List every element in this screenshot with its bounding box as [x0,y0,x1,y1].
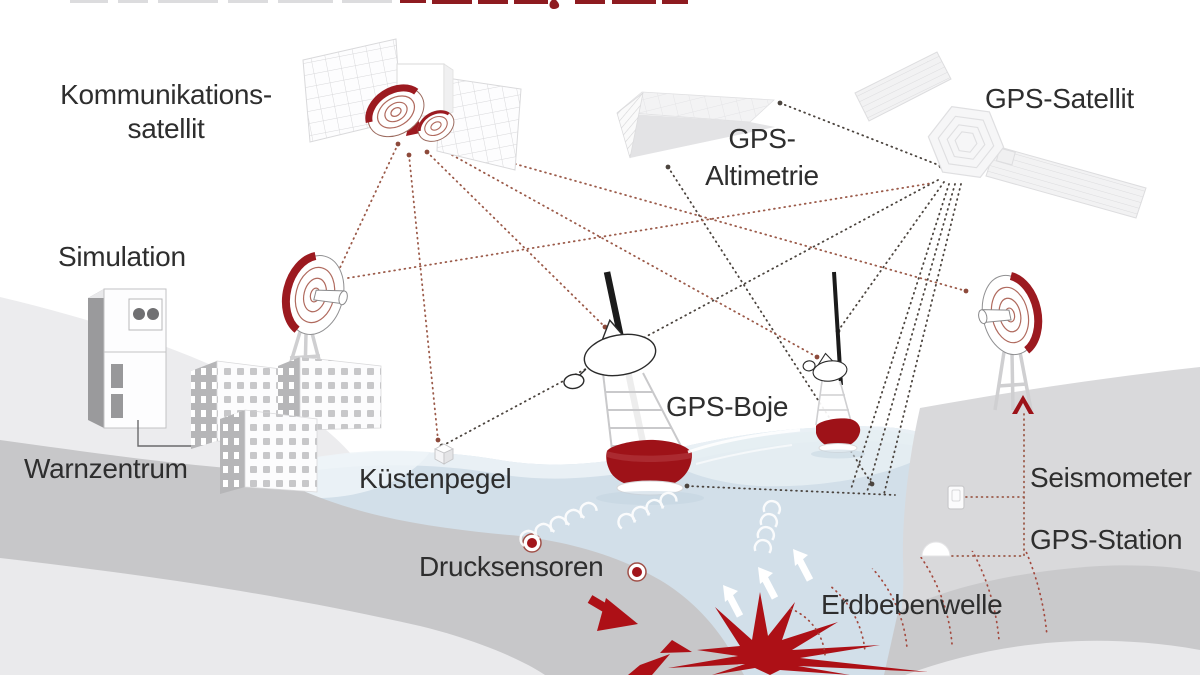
gps-altimetry-illustration [616,91,775,159]
city-buildings [191,356,382,494]
label-communication-satellite: Kommunikations- satellit [36,78,296,146]
label-pressure-sensors: Drucksensoren [419,551,604,582]
wake-pale-patch [662,429,915,487]
label-communication-satellite-line2: satellit [127,113,205,144]
computer-link-line [137,420,192,447]
bottom-right-light-band [905,640,1200,675]
gps-satellite-illustration [854,51,1147,219]
gps-buoy-illustration [563,271,704,505]
label-gps-buoy: GPS-Boje [666,391,789,422]
label-coastal-gauge: Küstenpegel [359,463,512,494]
building-block-c [220,409,318,494]
uplift-arrows [723,549,814,618]
altimetry-bottom-face [617,113,775,158]
label-gps-altimetry: GPS- Altimetrie [662,120,862,194]
comm-sat-dish-large [365,84,425,138]
dish-antenna-right [978,272,1043,414]
small-buoy-illustration [802,271,865,459]
title-y-descender [549,0,560,9]
water-ripple-arcs [519,428,801,554]
warning-center-computer [88,288,192,447]
signal-lines-dark [441,102,962,496]
buoy-wake-line [687,428,801,454]
buoy-small-dish [563,373,585,390]
terrain [0,297,1200,675]
communication-satellite-illustration [302,38,522,171]
label-communication-satellite-line1: Kommunikations- [60,79,272,110]
dish-antenna-left [281,252,348,376]
signal-lines-red [337,143,1025,557]
label-gps-station: GPS-Station [1030,524,1183,555]
label-seismometer: Seismometer [1030,462,1192,493]
coastal-gauge-box [433,443,455,465]
signal-lines [335,100,1025,557]
pressure-sensor-2 [627,562,647,582]
earthquake-starburst [628,592,928,675]
gps-sat-body [927,106,1005,178]
cropped-title-text [70,0,688,9]
label-gps-satellite: GPS-Satellit [985,83,1134,114]
seismic-uplift-arrow [1012,395,1034,414]
label-warning-center: Warnzentrum [24,453,188,484]
ocean-water [262,426,932,675]
buoy-head [563,318,657,390]
comm-sat-dish-small [417,110,455,142]
lower-plate-light [0,558,545,675]
subduction-arrow [587,595,638,631]
label-gps-altimetry-line2: Altimetrie [705,160,819,191]
buoy-red-hull [606,439,692,489]
label-simulation: Simulation [58,241,186,272]
label-gps-altimetry-line1: GPS- [728,123,796,154]
seismometer-box [947,485,965,510]
label-earthquake-wave: Erdbebenwelle [821,589,1003,620]
gps-station-dome [921,541,951,557]
